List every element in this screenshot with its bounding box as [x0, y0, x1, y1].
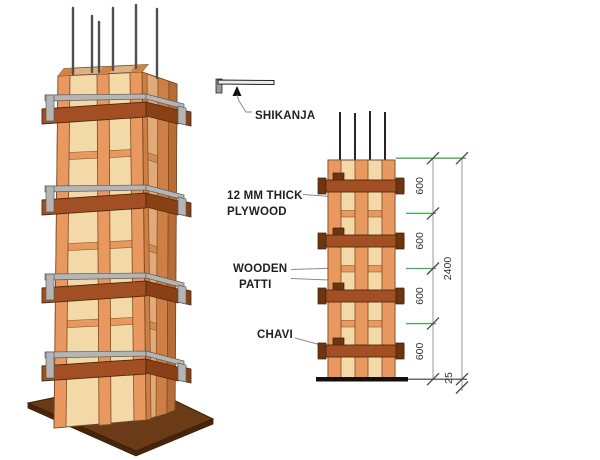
shikanja-label: SHIKANJA: [255, 110, 315, 122]
side-edge-batten: [166, 80, 178, 414]
shikanja-clamp-elevation: [317, 172, 405, 195]
top-face: [57, 64, 149, 77]
rebars-elevation: [339, 111, 386, 166]
dimension-lines: 600 600 600 600 2400 25: [396, 151, 469, 394]
segment-dimension-value: 600: [414, 232, 426, 250]
column-elevation-view: [316, 111, 408, 382]
clamp-band: [320, 344, 405, 358]
shikanja-arrow: [232, 86, 242, 96]
shikanja-clamp-elevation: [317, 227, 405, 250]
front-face: [53, 71, 147, 429]
plywood-leader-line: [302, 194, 332, 197]
shikanja-clamp-elevation: [317, 282, 405, 305]
top-batten-edge: [58, 67, 76, 76]
top-batten-edge: [130, 64, 148, 73]
patti-label-line1: WOODEN: [233, 263, 287, 275]
plywood-label-line1: 12 MM THICK: [227, 190, 303, 202]
clamp-hook-right: [177, 362, 187, 383]
rebars-3d: [71, 3, 159, 80]
dimension-tick: [426, 262, 440, 275]
shikanja-icon-bar: [217, 79, 275, 86]
chavi-wedge: [332, 282, 345, 291]
shikanja-detail: SHIKANJA: [215, 78, 315, 122]
clamp-hook-right: [177, 196, 187, 217]
column-3d-view: [26, 3, 215, 457]
clamp-end-cap: [395, 287, 405, 305]
base-thickness-value: 25: [443, 372, 455, 384]
clamp-front-band: [41, 101, 147, 125]
clamp-band: [320, 234, 405, 248]
clamp-end-cap: [395, 177, 405, 195]
dimension-tick: [426, 372, 440, 386]
clamp-hook-left: [45, 351, 55, 379]
patti-label-line2: PATTI: [239, 279, 272, 291]
shikanja-clamp-3d: [41, 93, 192, 127]
dimension-tick: [455, 372, 469, 386]
clamp-end-cap: [317, 177, 327, 195]
dimension-tick: [426, 151, 440, 165]
clamp-band: [320, 289, 405, 303]
clamp-front-band: [41, 280, 147, 304]
dimension-tick: [426, 317, 440, 331]
clamp-hook-right: [177, 105, 187, 126]
clamp-hook-left: [45, 185, 55, 213]
clamp-end-cap: [395, 342, 405, 360]
shikanja-clamp-elevation: [317, 337, 405, 360]
clamp-band: [320, 179, 405, 193]
clamp-end-cap: [317, 342, 327, 360]
dimension-tick: [455, 381, 469, 394]
clamp-front-band: [41, 358, 147, 382]
elevation-base-plank: [316, 377, 408, 382]
shikanja-clamp-3d: [41, 272, 192, 306]
plywood-label-line2: PLYWOOD: [227, 206, 287, 218]
chavi-wedge: [332, 227, 345, 236]
clamp-front-band: [41, 192, 147, 216]
clamp-end-cap: [395, 232, 405, 250]
side-face: [141, 71, 178, 421]
segment-dimension-value: 600: [414, 287, 426, 305]
clamp-end-cap: [317, 287, 327, 305]
clamp-hook-left: [45, 94, 55, 122]
total-dimension-value: 2400: [442, 257, 454, 281]
clamp-end-cap: [317, 232, 327, 250]
clamp-hook-left: [45, 273, 55, 301]
clamp-hook-right: [177, 284, 187, 305]
segment-dimension-value: 600: [414, 177, 426, 195]
shikanja-leader-line: [236, 94, 252, 113]
chavi-label: CHAVI: [257, 329, 293, 341]
chavi-wedge: [332, 172, 345, 181]
top-batten-edge: [97, 66, 115, 75]
chavi-wedge: [332, 337, 345, 346]
shikanja-clamp-3d: [41, 350, 192, 384]
dimension-tick: [455, 151, 469, 165]
segment-dimension-value: 600: [414, 342, 426, 360]
shikanja-clamp-3d: [41, 184, 192, 218]
dimension-tick: [426, 206, 440, 220]
